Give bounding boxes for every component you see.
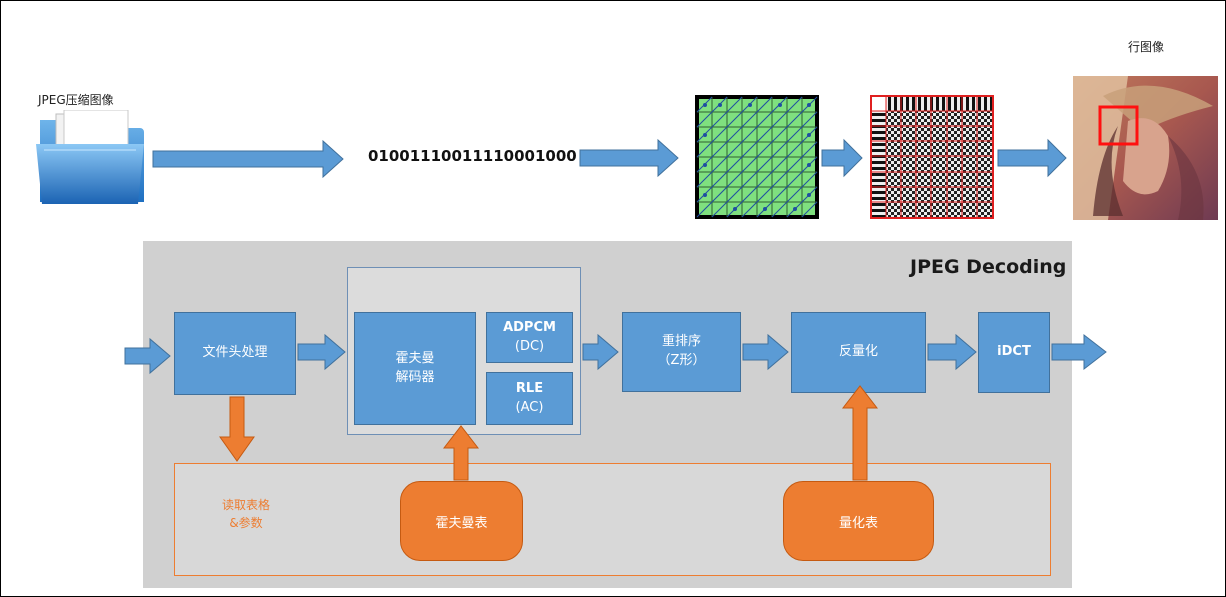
arrow-header-to-tables bbox=[219, 396, 255, 462]
read-tables-label-1: 读取表格 bbox=[222, 498, 271, 512]
huffman-table-block: 霍夫曼表 bbox=[400, 481, 523, 561]
header-processing-block: 文件头处理 bbox=[174, 312, 296, 395]
header-processing-label: 文件头处理 bbox=[202, 345, 268, 361]
folder-icon bbox=[36, 110, 144, 204]
huffman-decoder-block: 霍夫曼 解码器 bbox=[354, 312, 476, 425]
idct-block: iDCT bbox=[978, 312, 1050, 393]
arrow-bits-to-grid bbox=[579, 138, 679, 178]
arrow-reorder-to-dequant bbox=[742, 333, 789, 371]
rle-label-1: RLE bbox=[515, 380, 544, 396]
arrow-qtable-to-dequant bbox=[841, 385, 879, 481]
quant-table-block: 量化表 bbox=[783, 481, 934, 561]
arrow-grid-to-dct bbox=[821, 138, 863, 178]
arrow-header-to-huffman bbox=[297, 333, 346, 371]
idct-label: iDCT bbox=[997, 344, 1031, 360]
output-image-label: 行图像 bbox=[1128, 40, 1165, 54]
adpcm-label-1: ADPCM bbox=[503, 319, 556, 335]
quant-table-label: 量化表 bbox=[838, 515, 878, 531]
arrow-htable-to-huffman bbox=[442, 425, 480, 481]
dequantize-block: 反量化 bbox=[791, 312, 926, 393]
rle-label-2: (AC) bbox=[515, 399, 544, 415]
output-photo-icon bbox=[1073, 76, 1218, 220]
adpcm-label-2: (DC) bbox=[514, 338, 545, 354]
zigzag-grid-icon bbox=[695, 95, 819, 219]
dequantize-label: 反量化 bbox=[838, 344, 878, 360]
huffman-decoder-label-2: 解码器 bbox=[395, 369, 435, 385]
arrow-dequant-to-idct bbox=[927, 333, 977, 371]
jpeg-file-label: JPEG压缩图像 bbox=[38, 93, 114, 107]
rle-block: RLE (AC) bbox=[486, 372, 573, 425]
panel-title: JPEG Decoding bbox=[910, 256, 1067, 278]
reorder-block: 重排序 （Z形） bbox=[622, 312, 741, 392]
reorder-label-1: 重排序 bbox=[661, 334, 701, 350]
arrow-idct-output bbox=[1051, 333, 1107, 371]
huffman-table-label: 霍夫曼表 bbox=[435, 515, 488, 531]
dct-basis-icon bbox=[870, 95, 994, 219]
bitstream-text: 01001110011110001000 bbox=[368, 147, 577, 165]
read-tables-label: 读取表格 &参数 bbox=[222, 496, 270, 532]
arrow-dct-to-photo bbox=[997, 138, 1067, 178]
arrow-huffman-to-reorder bbox=[582, 333, 619, 371]
arrow-input bbox=[124, 337, 171, 375]
adpcm-block: ADPCM (DC) bbox=[486, 312, 573, 363]
huffman-decoder-label-1: 霍夫曼 bbox=[395, 350, 435, 366]
reorder-label-2: （Z形） bbox=[657, 353, 706, 368]
read-tables-label-2: &参数 bbox=[229, 516, 263, 530]
arrow-folder-to-bits bbox=[152, 139, 344, 179]
